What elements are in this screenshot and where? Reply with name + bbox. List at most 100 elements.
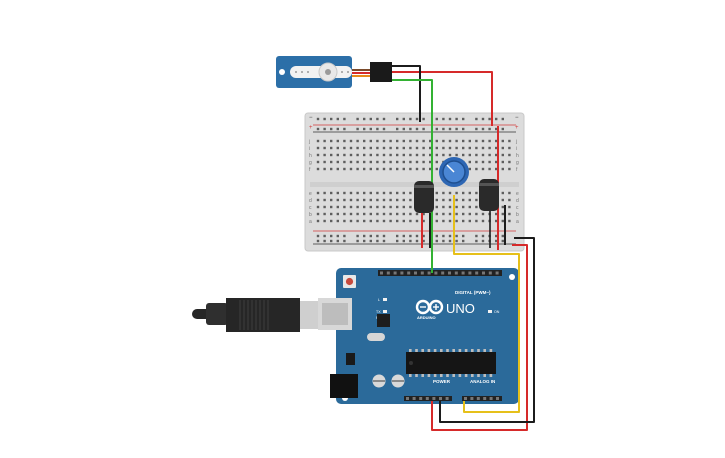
breadboard-hole bbox=[448, 219, 452, 223]
breadboard-hole bbox=[363, 219, 366, 223]
breadboard-hole bbox=[475, 219, 478, 223]
breadboard-hole bbox=[369, 205, 372, 209]
breadboard-hole bbox=[422, 153, 425, 157]
breadboard-hole bbox=[349, 198, 353, 202]
breadboard-hole bbox=[369, 139, 372, 143]
rail-hole bbox=[409, 234, 412, 238]
breadboard-hole bbox=[462, 212, 465, 216]
chip-leg bbox=[433, 374, 437, 377]
rail-hole bbox=[415, 117, 419, 121]
breadboard-hole bbox=[376, 146, 379, 150]
digital-pin bbox=[441, 271, 445, 275]
breadboard-hole bbox=[316, 212, 320, 216]
breadboard-hole bbox=[508, 153, 511, 157]
rail-hole bbox=[415, 234, 419, 238]
breadboard-hole bbox=[409, 198, 412, 202]
breadboard-hole bbox=[442, 191, 445, 195]
chip-leg bbox=[452, 349, 455, 352]
breadboard-hole bbox=[429, 153, 432, 157]
breadboard-holes bbox=[316, 117, 511, 243]
breadboard-hole bbox=[481, 160, 485, 164]
breadboard-hole bbox=[343, 146, 346, 150]
wire-red-servo-power[interactable] bbox=[392, 71, 493, 126]
dc-barrel-jack[interactable] bbox=[330, 374, 358, 398]
power-pin bbox=[432, 397, 436, 400]
breadboard-hole bbox=[336, 160, 339, 164]
digital-pin bbox=[495, 271, 499, 275]
rail-hole bbox=[501, 234, 504, 238]
breadboard-hole bbox=[402, 153, 405, 157]
digital-header[interactable] bbox=[378, 270, 502, 276]
wire-black-servo-ground[interactable] bbox=[392, 65, 421, 122]
breadboard-hole bbox=[501, 198, 504, 202]
servo-motor-icon[interactable] bbox=[276, 56, 392, 88]
chip-leg bbox=[421, 349, 424, 352]
usb-metal-connector bbox=[300, 301, 318, 329]
breadboard-hole bbox=[435, 160, 438, 164]
chip-leg bbox=[446, 374, 449, 377]
rail-hole bbox=[323, 234, 326, 238]
breadboard-hole bbox=[396, 153, 399, 157]
rail-hole bbox=[475, 117, 478, 121]
capacitor-left-body bbox=[414, 181, 434, 213]
breadboard-hole bbox=[389, 139, 392, 143]
power-pin bbox=[419, 397, 423, 400]
wire-red-5v[interactable] bbox=[431, 244, 528, 431]
rail-hole bbox=[501, 239, 504, 243]
breadboard-hole bbox=[349, 212, 353, 216]
breadboard-hole bbox=[409, 219, 412, 223]
on-led bbox=[488, 310, 492, 313]
digital-pin bbox=[414, 271, 417, 275]
rail-hole bbox=[435, 239, 438, 243]
breadboard-hole bbox=[468, 146, 471, 150]
electrolytic-capacitor-icon[interactable] bbox=[414, 181, 434, 213]
breadboard-hole bbox=[508, 219, 511, 223]
breadboard-hole bbox=[409, 212, 412, 216]
breadboard-hole bbox=[448, 146, 452, 150]
mount-hole bbox=[509, 274, 515, 280]
rail-hole bbox=[396, 234, 399, 238]
usb-b-cable-icon[interactable] bbox=[192, 298, 352, 332]
rail-hole bbox=[462, 234, 465, 238]
rail-hole bbox=[343, 117, 346, 121]
rail-hole bbox=[448, 239, 452, 243]
breadboard-hole bbox=[316, 219, 320, 223]
arduino-uno-board[interactable]: DIGITAL (PWM~) UNO ARDUINO ON L TX RX bbox=[330, 268, 519, 404]
breadboard-hole bbox=[442, 205, 445, 209]
breadboard-hole bbox=[382, 191, 386, 195]
breadboard-hole bbox=[475, 139, 478, 143]
crystal-oscillator bbox=[367, 333, 385, 341]
breadboard-hole bbox=[475, 160, 478, 164]
analog-header[interactable] bbox=[462, 396, 502, 401]
rail-hole bbox=[330, 234, 333, 238]
chip-leg bbox=[440, 349, 443, 352]
breadboard-hole bbox=[389, 146, 392, 150]
wire-black-gnd[interactable] bbox=[439, 237, 535, 423]
rail-hole bbox=[415, 239, 419, 243]
row-letter-h: h bbox=[309, 153, 312, 159]
rail-hole bbox=[409, 127, 412, 131]
breadboard-hole bbox=[462, 153, 465, 157]
usb-strain-relief bbox=[206, 303, 228, 325]
breadboard-hole bbox=[468, 219, 471, 223]
potentiometer-knob-icon[interactable] bbox=[439, 157, 469, 187]
rail-hole bbox=[343, 234, 346, 238]
breadboard-hole bbox=[343, 219, 346, 223]
rail-hole bbox=[356, 239, 359, 243]
rail-hole bbox=[481, 239, 485, 243]
chip-leg bbox=[421, 374, 424, 377]
breadboard-hole bbox=[356, 219, 359, 223]
rail-hole bbox=[495, 234, 498, 238]
rail-hole bbox=[448, 234, 452, 238]
wire-yellow-pot-a0[interactable] bbox=[453, 195, 520, 413]
breadboard-hole bbox=[349, 167, 353, 171]
analog-pin bbox=[496, 397, 499, 400]
rail-plus-label: + bbox=[309, 125, 313, 131]
row-letter-h: h bbox=[516, 153, 519, 159]
rail-minus-label-right: − bbox=[515, 115, 519, 121]
breadboard-hole bbox=[349, 191, 353, 195]
rail-hole bbox=[462, 117, 465, 121]
breadboard-hole bbox=[323, 198, 326, 202]
electrolytic-capacitor-icon[interactable] bbox=[479, 179, 499, 211]
breadboard-hole bbox=[455, 146, 458, 150]
